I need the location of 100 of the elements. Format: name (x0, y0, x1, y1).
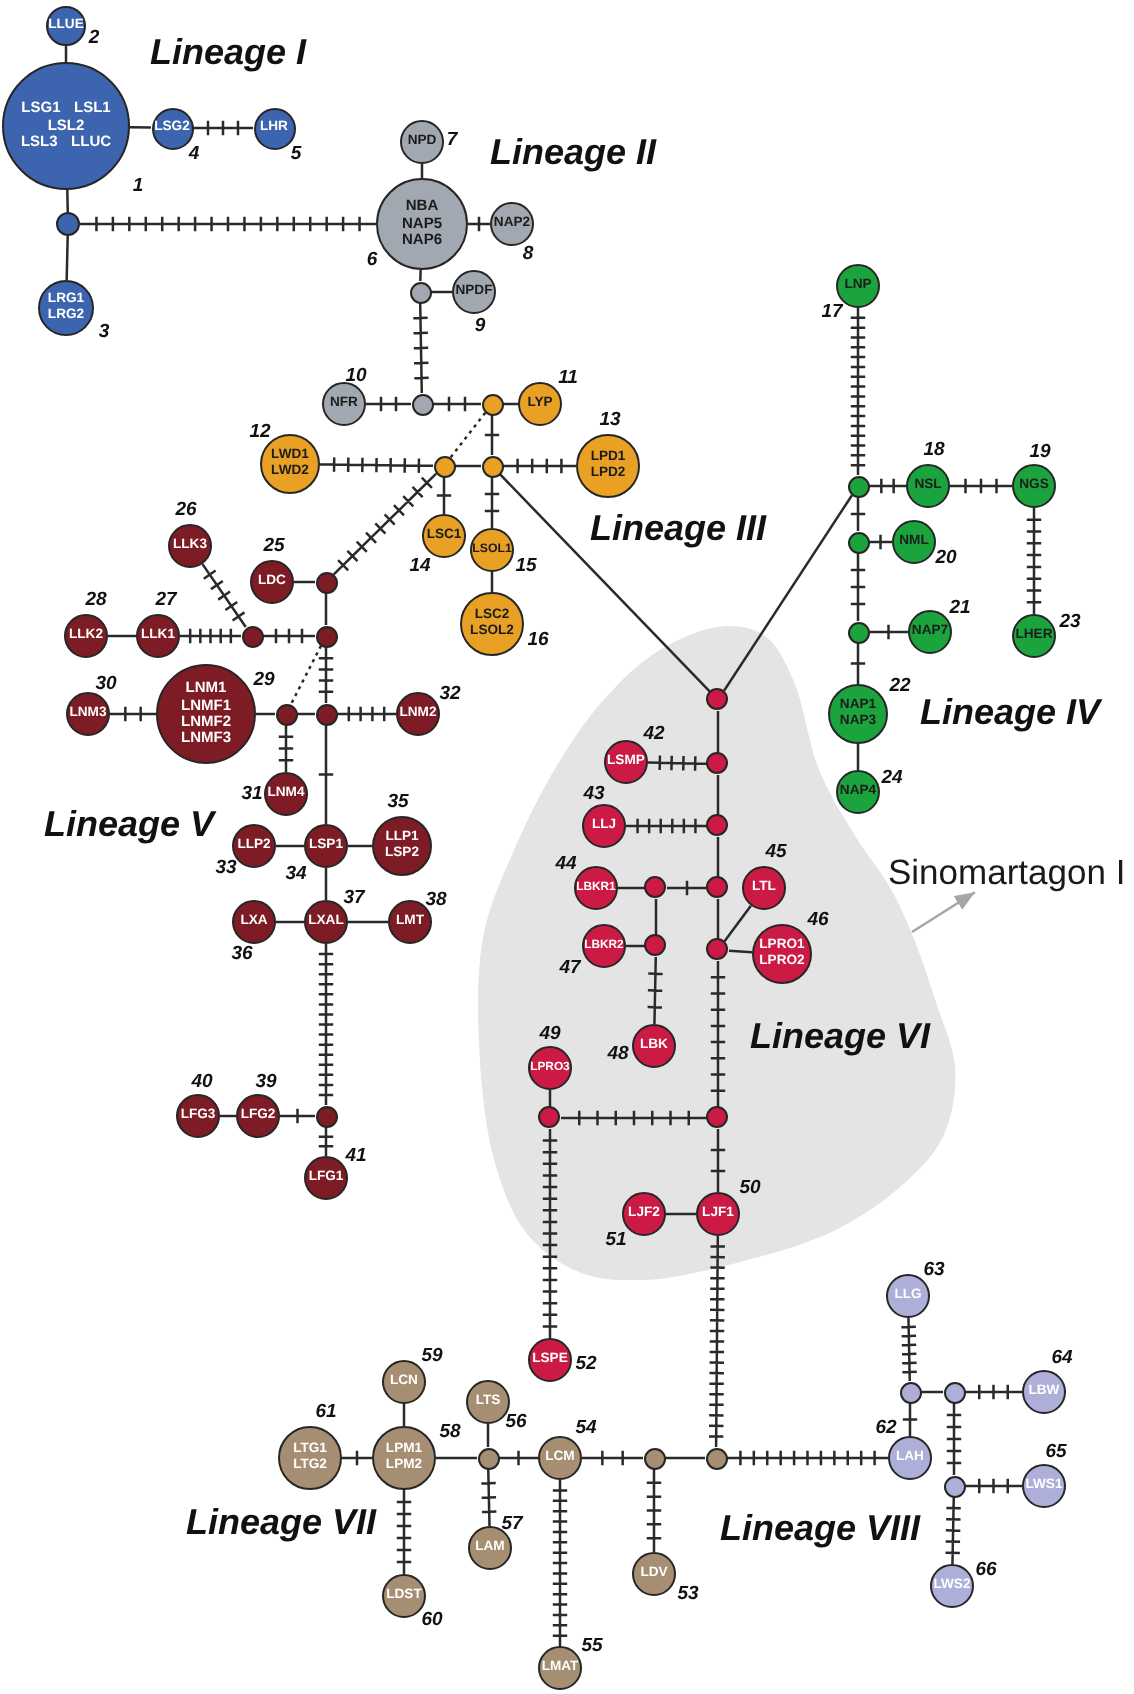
haplotype-circle (930, 1564, 974, 1608)
median-vector-dot (847, 475, 869, 497)
haplotype-circle (828, 684, 888, 744)
haplotype-number: 35 (387, 792, 409, 812)
network-link (317, 645, 335, 705)
network-link (261, 627, 317, 645)
haplotype-number: 15 (515, 556, 537, 576)
network-link (483, 413, 501, 457)
network-link (867, 533, 894, 551)
network-link (490, 572, 494, 592)
haplotype-circle (892, 520, 936, 564)
haplotype-number: 42 (643, 724, 665, 744)
haplotype-number: 27 (155, 590, 177, 610)
median-vector-dot (847, 621, 869, 643)
haplotype-circle (382, 1360, 426, 1404)
network-link (709, 1127, 727, 1194)
haplotype-number: 8 (522, 244, 534, 264)
haplotype-circle (304, 900, 348, 944)
network-link (709, 959, 727, 1109)
haplotype-circle (264, 772, 308, 816)
haplotype-circle (151, 107, 193, 149)
network-link (480, 1467, 498, 1528)
network-link (963, 1383, 1024, 1401)
haplotype-number: 44 (555, 854, 577, 874)
network-link (220, 1114, 236, 1118)
median-vector-dot (411, 393, 433, 415)
network-link (466, 215, 492, 233)
network-link (402, 1404, 406, 1426)
network-link (646, 955, 664, 1026)
network-link (317, 942, 335, 1107)
haplotype-circle (452, 270, 496, 314)
haplotype-number: 39 (255, 1072, 277, 1092)
network-link (340, 1449, 374, 1467)
lineage-label: Lineage VI (749, 1018, 931, 1058)
network-link (559, 1109, 709, 1127)
network-link (503, 402, 518, 406)
network-link (548, 1090, 552, 1107)
haplotype-number: 58 (439, 1422, 461, 1442)
network-link (716, 711, 720, 753)
network-link (335, 705, 398, 723)
haplotype-number: 1 (132, 176, 144, 196)
haplotype-circle (376, 178, 468, 270)
lineage-label: Lineage IV (920, 694, 1101, 734)
haplotype-circle (38, 280, 94, 336)
haplotype-number: 43 (583, 784, 605, 804)
network-link (849, 641, 867, 686)
haplotype-circle (422, 514, 466, 558)
network-link (867, 623, 910, 641)
network-link (1025, 506, 1043, 616)
haplotype-circle (836, 264, 880, 308)
network-link (294, 580, 315, 584)
haplotype-number: 57 (501, 1514, 523, 1534)
network-link (551, 1478, 569, 1648)
haplotype-number: 2 (88, 28, 100, 48)
network-link (348, 920, 388, 924)
network-link (191, 119, 255, 137)
haplotype-number: 14 (409, 556, 431, 576)
network-link (849, 306, 867, 477)
median-vector-dot (481, 393, 503, 415)
median-vector-dot (705, 1447, 727, 1469)
median-vector-dot (433, 455, 455, 477)
network-link (276, 920, 304, 924)
network-link (723, 904, 752, 942)
network-link (65, 235, 69, 281)
network-link (645, 1467, 663, 1554)
median-vector-dot (899, 1381, 921, 1403)
network-link (419, 269, 422, 282)
haplotype-number: 23 (1059, 612, 1081, 632)
haplotype-circle (372, 1426, 436, 1490)
haplotype-circle (278, 1426, 342, 1490)
haplotype-circle (382, 1574, 426, 1618)
haplotype-circle (538, 1436, 582, 1480)
network-link (108, 705, 158, 723)
network-link (716, 899, 720, 939)
haplotype-circle (908, 610, 952, 654)
haplotype-circle (260, 434, 320, 494)
haplotype-number: 59 (421, 1346, 443, 1366)
network-link (324, 593, 328, 625)
haplotype-circle (886, 1274, 930, 1318)
haplotype-number: 41 (345, 1146, 367, 1166)
lineage-label: Lineage II (490, 134, 657, 174)
haplotype-circle (304, 824, 348, 868)
network-link (541, 1127, 559, 1340)
network-link (486, 1424, 490, 1447)
network-link (278, 1107, 317, 1125)
lineage-label: Lineage V (44, 806, 215, 846)
haplotype-number: 32 (439, 684, 461, 704)
network-link (722, 494, 854, 692)
median-vector-dot (315, 625, 337, 647)
network-link (431, 395, 483, 413)
haplotype-circle (538, 1646, 582, 1690)
haplotype-circle (250, 560, 294, 604)
haplotype-number: 45 (765, 842, 787, 862)
haplotype-number: 3 (98, 322, 110, 342)
haplotype-number: 16 (527, 630, 549, 650)
network-link (317, 723, 335, 826)
median-vector-dot (315, 1105, 337, 1127)
network-link (900, 1316, 919, 1383)
haplotype-number: 13 (599, 410, 621, 430)
network-link (716, 775, 720, 815)
